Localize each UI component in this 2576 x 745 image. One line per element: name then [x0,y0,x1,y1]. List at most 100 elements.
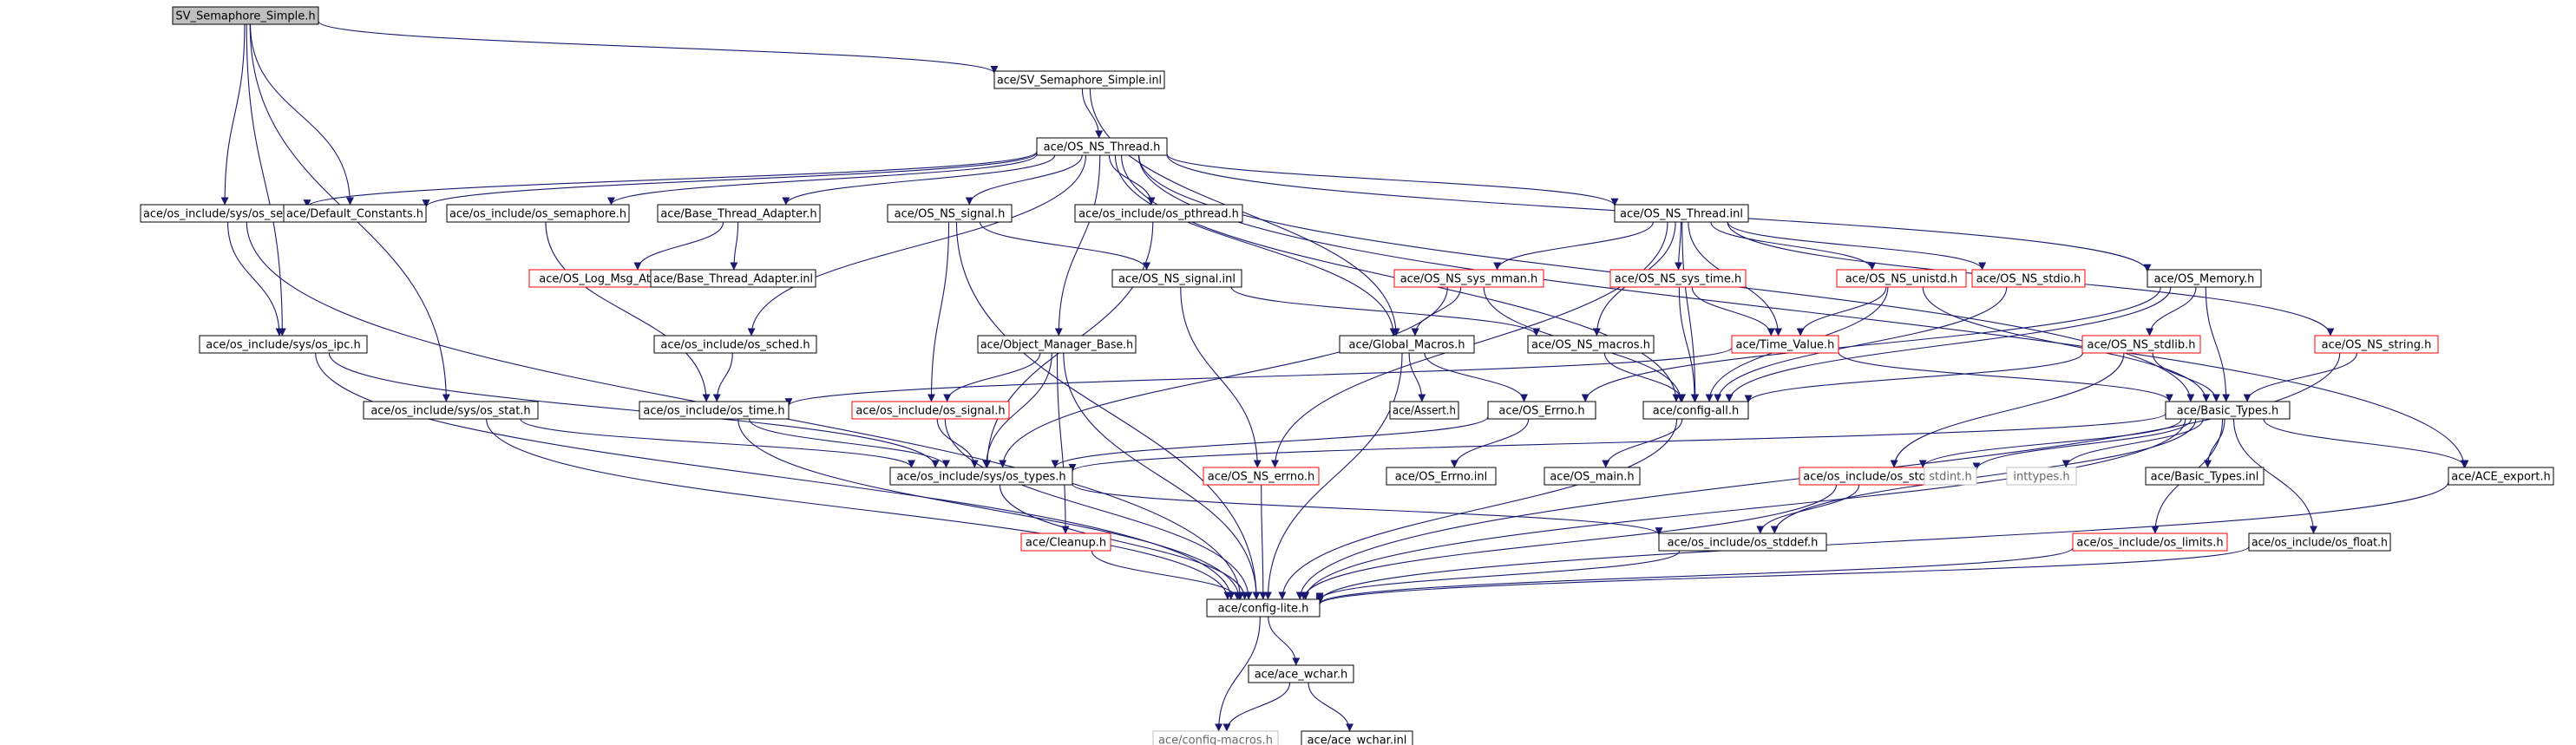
node-box-osnserrno[interactable] [1203,467,1320,486]
node-box-osfloat[interactable] [2248,533,2391,552]
node-assert[interactable]: ace/Assert.h [1389,401,1459,420]
node-stdint[interactable]: stdint.h [1924,467,1977,486]
node-aceexport[interactable]: ace/ACE_export.h [2448,467,2554,486]
node-box-osnsunistd[interactable] [1836,269,1967,288]
node-osfloat[interactable]: ace/os_include/os_float.h [2248,533,2391,552]
node-ostime[interactable]: ace/os_include/os_time.h [639,401,790,420]
node-box-globalmacros[interactable] [1339,335,1475,354]
node-inttypes[interactable]: inttypes.h [2006,467,2077,486]
node-ostypes[interactable]: ace/os_include/sys/os_types.h [889,467,1073,486]
node-osnsstdlib[interactable]: ace/OS_NS_stdlib.h [2081,335,2201,354]
node-box-root[interactable] [172,6,319,25]
node-box-configall[interactable] [1642,401,1749,420]
node-objmgr[interactable]: ace/Object_Manager_Base.h [977,335,1137,354]
node-osnsstdio[interactable]: ace/OS_NS_stdio.h [1971,269,2086,288]
node-box-configlite[interactable] [1206,598,1321,618]
node-oslimits[interactable]: ace/os_include/os_limits.h [2072,533,2228,552]
node-box-osnssystime[interactable] [1609,269,1747,288]
node-btadapterinl[interactable]: ace/Base_Thread_Adapter.inl [650,269,816,288]
node-box-osnsmacros[interactable] [1527,335,1655,354]
node-box-timevalue[interactable] [1731,335,1839,354]
node-ossignal[interactable]: ace/os_include/os_signal.h [851,401,1010,420]
node-osnsthread[interactable]: ace/OS_NS_Thread.h [1036,137,1168,156]
node-box-basictypesinl[interactable] [2145,467,2265,486]
node-box-ospthread[interactable] [1074,204,1243,223]
node-acewcharinl[interactable]: ace/ace_wchar.inl [1301,730,1413,745]
node-osstdlib[interactable]: ace/os_include/os_stdlib.h [1799,467,1955,486]
node-osnsunistd[interactable]: ace/OS_NS_unistd.h [1836,269,1967,288]
node-basictypes[interactable]: ace/Basic_Types.h [2165,401,2291,420]
node-box-stdint[interactable] [1924,467,1977,486]
node-box-assert[interactable] [1389,401,1459,420]
node-box-objmgr[interactable] [977,335,1137,354]
node-box-svinl[interactable] [993,70,1165,89]
node-ossched[interactable]: ace/os_include/os_sched.h [653,335,817,354]
node-box-ossignal[interactable] [851,401,1010,420]
node-osnsthreadinl[interactable]: ace/OS_NS_Thread.inl [1614,204,1749,223]
node-osnssystime[interactable]: ace/OS_NS_sys_time.h [1609,269,1747,288]
node-box-osnsthreadinl[interactable] [1614,204,1749,223]
node-box-basictypes[interactable] [2165,401,2291,420]
node-box-ostime[interactable] [639,401,790,420]
node-ossem[interactable]: ace/os_include/sys/os_sem.h [140,204,308,223]
node-box-osstat[interactable] [363,401,539,420]
node-box-cleanup[interactable] [1020,533,1111,552]
node-box-ossemaphore[interactable] [446,204,630,223]
node-box-acewchar[interactable] [1248,664,1354,683]
node-globalmacros[interactable]: ace/Global_Macros.h [1339,335,1475,354]
node-osnssysmman[interactable]: ace/OS_NS_sys_mman.h [1393,269,1544,288]
node-box-osmemory[interactable] [2147,269,2262,288]
node-timevalue[interactable]: ace/Time_Value.h [1731,335,1839,354]
node-box-osstddef[interactable] [1658,533,1827,552]
node-box-osnssignal[interactable] [887,204,1013,223]
node-osipc[interactable]: ace/os_include/sys/os_ipc.h [199,335,368,354]
node-oserrnoinl[interactable]: ace/OS_Errno.inl [1386,467,1497,486]
node-box-osnsstdlib[interactable] [2081,335,2201,354]
node-label-root: SV_Semaphore_Simple.h [175,10,315,23]
edge-ostypes-to-configlite [999,484,1249,600]
node-box-osipc[interactable] [199,335,368,354]
node-box-osmain[interactable] [1544,467,1641,486]
node-svinl[interactable]: ace/SV_Semaphore_Simple.inl [993,70,1165,89]
node-box-osnsstring[interactable] [2314,335,2439,354]
node-root[interactable]: SV_Semaphore_Simple.h [172,6,319,25]
node-box-osnsthread[interactable] [1036,137,1168,156]
node-acewchar[interactable]: ace/ace_wchar.h [1248,664,1354,683]
node-osstddef[interactable]: ace/os_include/os_stddef.h [1658,533,1827,552]
node-box-oslimits[interactable] [2072,533,2228,552]
node-osnssignalinl[interactable]: ace/OS_NS_signal.inl [1111,269,1242,288]
node-box-configmacros[interactable] [1152,730,1279,745]
node-osstat[interactable]: ace/os_include/sys/os_stat.h [363,401,539,420]
node-box-oserrnoinl[interactable] [1386,467,1497,486]
node-configall[interactable]: ace/config-all.h [1642,401,1749,420]
node-box-ossched[interactable] [653,335,817,354]
node-box-osnssignalinl[interactable] [1111,269,1242,288]
node-osnssignal[interactable]: ace/OS_NS_signal.h [887,204,1013,223]
node-box-osnssysmman[interactable] [1393,269,1544,288]
node-box-acewcharinl[interactable] [1301,730,1413,745]
node-btadapter[interactable]: ace/Base_Thread_Adapter.h [657,204,821,223]
node-configlite[interactable]: ace/config-lite.h [1206,598,1321,618]
node-basictypesinl[interactable]: ace/Basic_Types.inl [2145,467,2265,486]
node-box-defconst[interactable] [283,204,427,223]
node-defconst[interactable]: ace/Default_Constants.h [283,204,427,223]
node-box-ostypes[interactable] [889,467,1073,486]
node-oserrno[interactable]: ace/OS_Errno.h [1487,401,1596,420]
node-ospthread[interactable]: ace/os_include/os_pthread.h [1074,204,1243,223]
node-osmemory[interactable]: ace/OS_Memory.h [2147,269,2262,288]
node-osmain[interactable]: ace/OS_main.h [1544,467,1641,486]
node-box-btadapter[interactable] [657,204,821,223]
node-configmacros[interactable]: ace/config-macros.h [1152,730,1279,745]
node-box-btadapterinl[interactable] [650,269,816,288]
node-osnsstring[interactable]: ace/OS_NS_string.h [2314,335,2439,354]
node-osnserrno[interactable]: ace/OS_NS_errno.h [1203,467,1320,486]
node-ossemaphore[interactable]: ace/os_include/os_semaphore.h [446,204,630,223]
node-box-aceexport[interactable] [2448,467,2554,486]
node-osnsmacros[interactable]: ace/OS_NS_macros.h [1527,335,1655,354]
node-box-osnsstdio[interactable] [1971,269,2086,288]
node-box-inttypes[interactable] [2006,467,2077,486]
node-box-oserrno[interactable] [1487,401,1596,420]
node-cleanup[interactable]: ace/Cleanup.h [1020,533,1111,552]
edge-objmgr-to-ostypes [982,352,1052,468]
